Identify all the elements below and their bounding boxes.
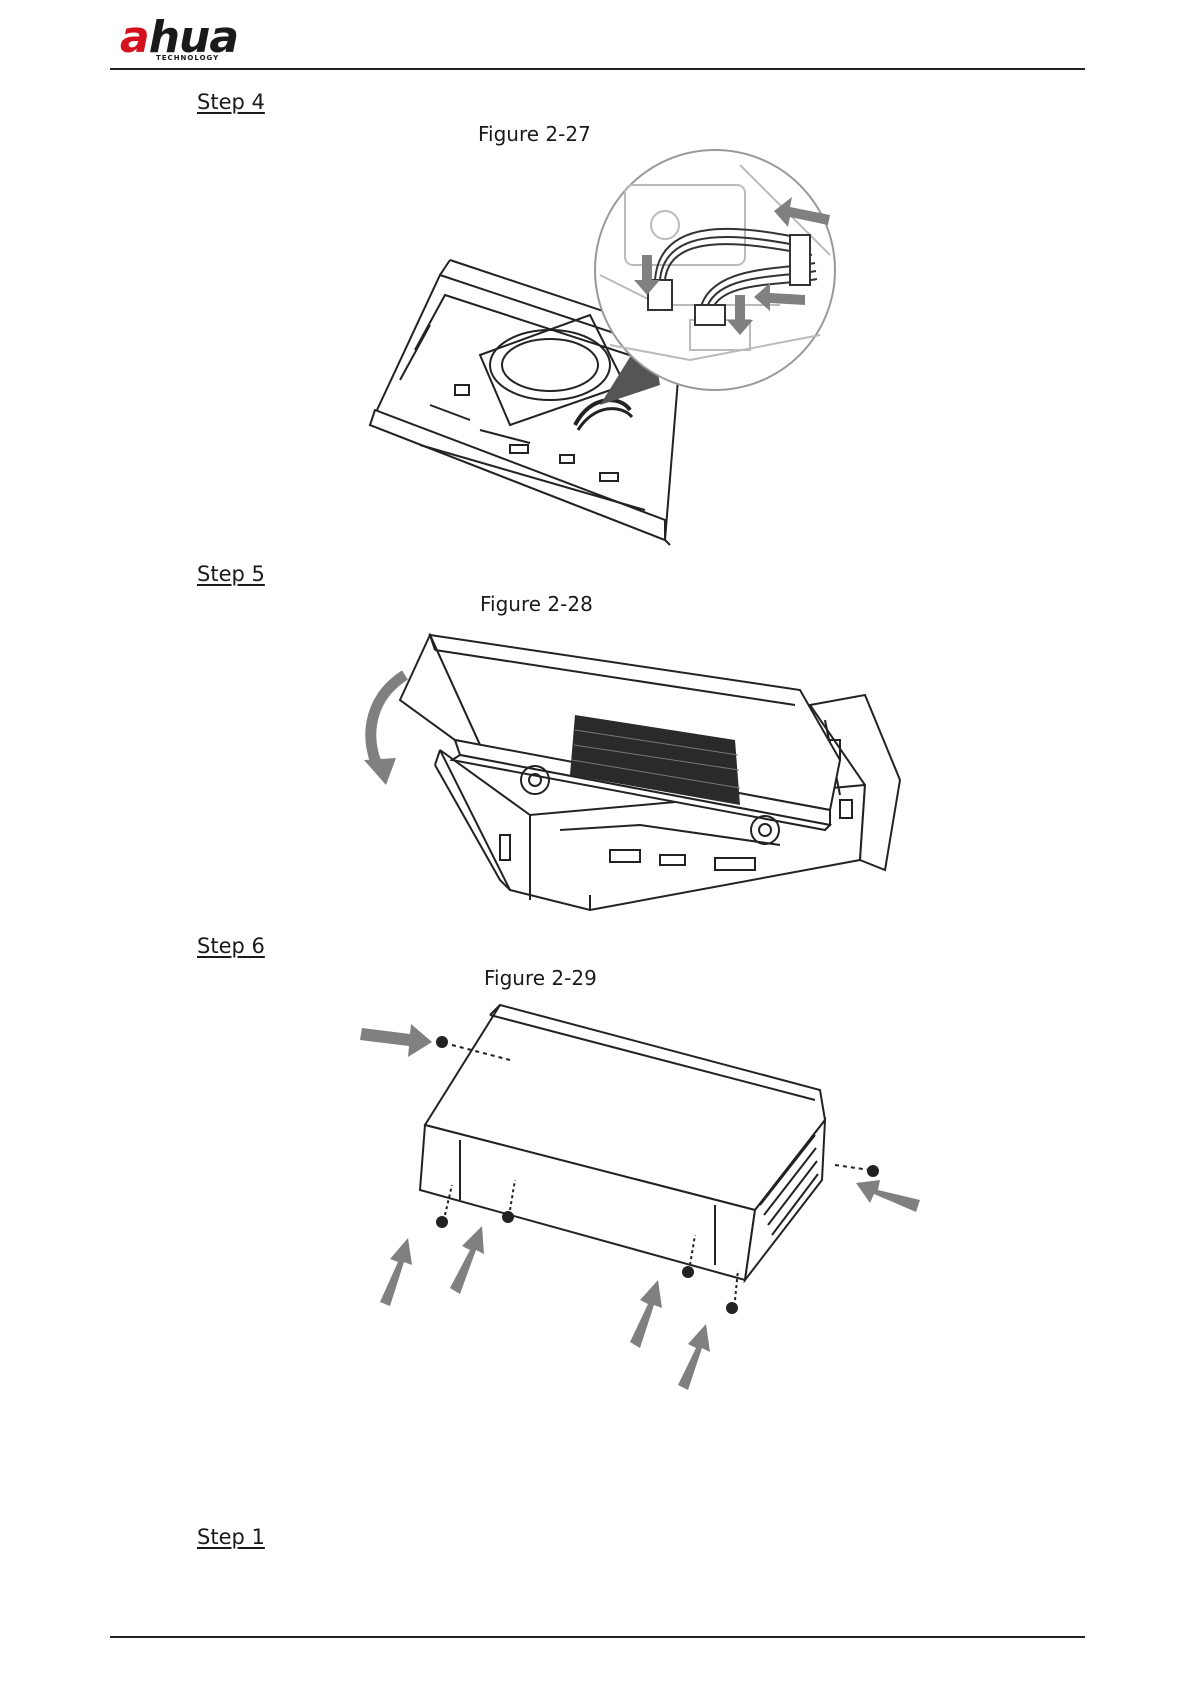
brand-tagline: TECHNOLOGY bbox=[156, 54, 219, 62]
figure-2-27-hdd-cable bbox=[360, 155, 920, 545]
step-4-label: Step 4 bbox=[197, 90, 265, 114]
figure-2-29-screw-fastening bbox=[360, 1000, 920, 1390]
rotate-arrow-icon bbox=[364, 675, 405, 785]
footer-rule bbox=[110, 1636, 1085, 1638]
figure-2-28-caption: Figure 2-28 bbox=[480, 592, 593, 616]
figure-2-27-caption: Figure 2-27 bbox=[478, 122, 591, 146]
figure-2-28-cover-install bbox=[360, 630, 920, 915]
step-5-label: Step 5 bbox=[197, 562, 265, 586]
step-1-label: Step 1 bbox=[197, 1525, 265, 1549]
step-6-label: Step 6 bbox=[197, 934, 265, 958]
brand-logo: ahua TECHNOLOGY bbox=[120, 14, 260, 62]
header-rule bbox=[110, 68, 1085, 70]
figure-2-29-caption: Figure 2-29 bbox=[484, 966, 597, 990]
